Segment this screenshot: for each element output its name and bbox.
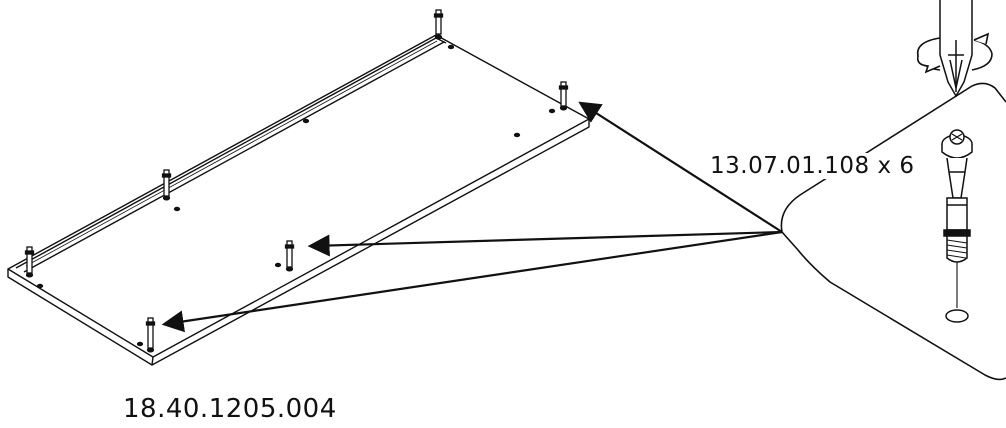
cam-bolt-icon <box>161 169 181 212</box>
panel-bolts <box>24 9 569 353</box>
cam-bolt-detail <box>941 129 973 308</box>
pointer-arrows <box>161 101 783 333</box>
cam-bolt-icon <box>274 240 295 272</box>
screwdriver-icon <box>939 0 973 98</box>
rotation-arrow-icon <box>916 32 993 74</box>
pointer-arrow-icon <box>161 230 783 333</box>
pointer-arrow-icon <box>578 101 783 233</box>
pointer-arrow-icon <box>307 230 783 257</box>
panel-part-number: 18.40.1205.004 <box>123 394 337 424</box>
cam-bolt-icon <box>136 317 156 353</box>
cam-bolt-icon <box>548 81 569 114</box>
cam-bolt-icon <box>24 246 44 289</box>
cam-bolt-icon <box>433 9 455 50</box>
panel-board <box>7 34 590 366</box>
fitting-part-number: 13.07.01.108 x 6 <box>708 153 917 179</box>
drilled-hole-icon <box>945 309 969 323</box>
callout-bubble <box>780 82 1006 381</box>
